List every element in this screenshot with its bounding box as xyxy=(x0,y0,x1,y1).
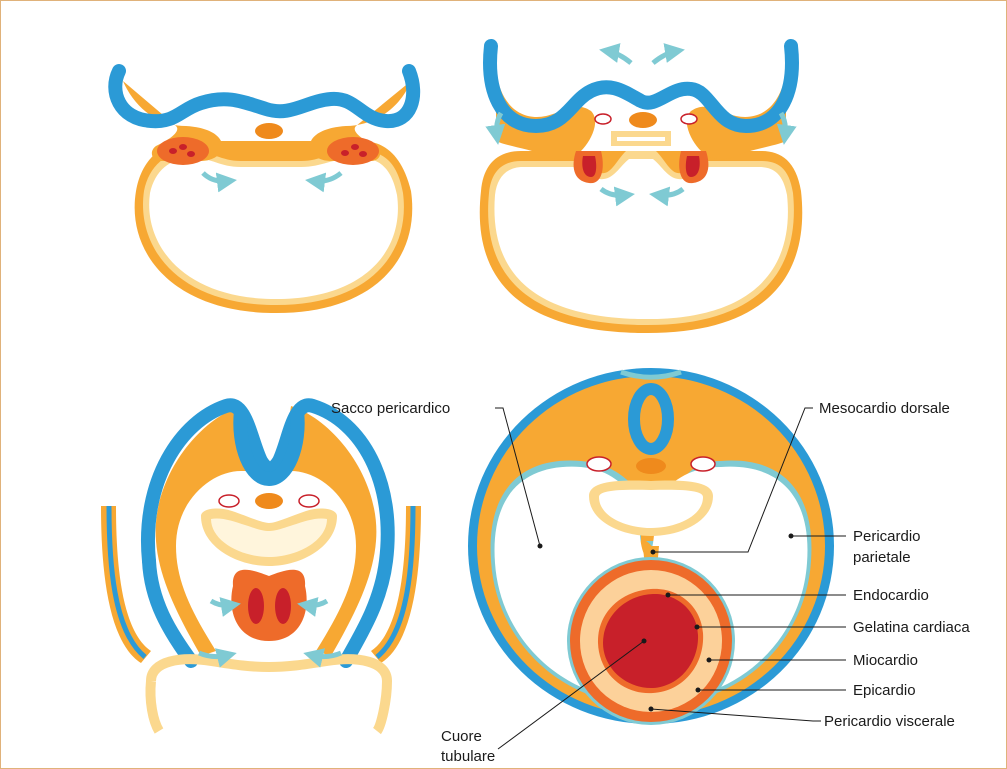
heart-lumen-right xyxy=(275,588,291,624)
dorsal-aorta-right xyxy=(691,457,715,471)
label-sacco-pericardico: Sacco pericardico xyxy=(331,400,450,417)
yolk-sac-remnant xyxy=(150,681,159,731)
notochord xyxy=(255,123,283,139)
fold-arrow xyxy=(199,653,229,657)
heart-tubes xyxy=(231,570,306,641)
cardiac-patch-right xyxy=(327,137,379,165)
label-cuore-tubulare-line1: Cuore xyxy=(441,728,482,745)
yolk-sac-remnant xyxy=(151,659,387,731)
fold-arrow xyxy=(305,601,327,606)
label-cuore-tubulare-line2: tubulare xyxy=(441,748,495,765)
label-pericardio-parietale-line2: parietale xyxy=(853,549,911,566)
label-pericardio-parietale-line1: Pericardio xyxy=(853,528,921,545)
stage-3-diagram xyxy=(101,405,421,731)
cardiac-patch-left xyxy=(157,137,209,165)
stage-2-diagram xyxy=(480,46,802,333)
label-pericardio-viscerale: Pericardio viscerale xyxy=(824,713,955,730)
dorsal-aorta-right xyxy=(681,114,697,124)
gut-lumen xyxy=(617,137,665,141)
label-gelatina-cardiaca: Gelatina cardiaca xyxy=(853,619,970,636)
label-endocardio: Endocardio xyxy=(853,587,929,604)
stage-4-diagram xyxy=(468,368,834,725)
yolk-sac-inner xyxy=(494,159,787,319)
dorsal-aorta-left xyxy=(219,495,239,507)
label-mesocardio-dorsale: Mesocardio dorsale xyxy=(819,400,950,417)
notochord xyxy=(255,493,283,509)
label-epicardio: Epicardio xyxy=(853,682,916,699)
dorsal-aorta-right xyxy=(299,495,319,507)
notochord xyxy=(629,112,657,128)
heart-lumen-left xyxy=(248,588,264,624)
fold-arrow xyxy=(211,601,233,606)
dorsal-aorta-left xyxy=(587,457,611,471)
label-miocardio: Miocardio xyxy=(853,652,918,669)
notochord xyxy=(636,458,666,474)
stage-1-diagram xyxy=(115,71,413,313)
fold-arrow xyxy=(607,51,631,63)
dorsal-aorta-left xyxy=(595,114,611,124)
fold-arrow xyxy=(653,51,677,63)
